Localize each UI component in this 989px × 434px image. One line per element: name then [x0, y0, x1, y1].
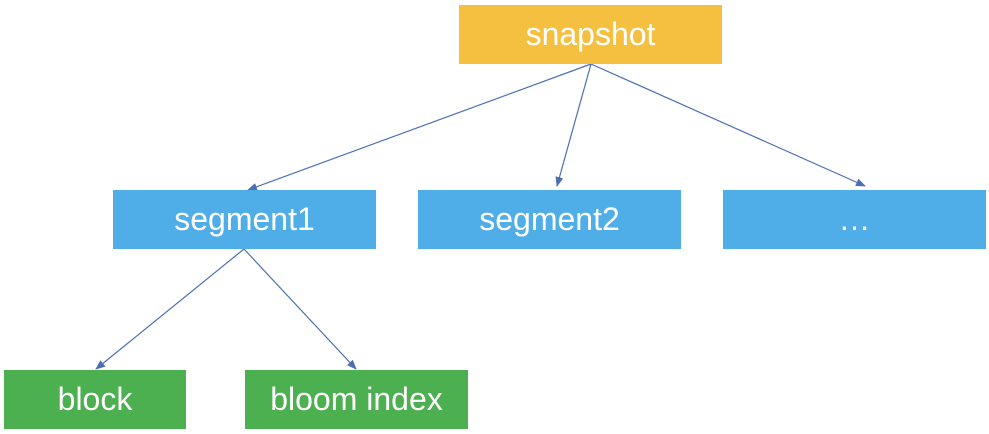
snapshot-node: snapshot [459, 5, 722, 64]
arrow-segment1-to-bloom_index [243, 248, 357, 370]
more-segments-node: … [723, 190, 986, 249]
arrow-snapshot-to-segment1 [247, 63, 592, 191]
more-segments-label: … [838, 201, 871, 237]
arrow-segment1-to-block [95, 248, 245, 370]
segment1-label: segment1 [174, 201, 315, 237]
segment2-label: segment2 [479, 201, 620, 237]
block-node: block [4, 370, 186, 429]
segment2-node: segment2 [418, 190, 681, 249]
snapshot-label: snapshot [525, 16, 656, 52]
segment1-node: segment1 [113, 190, 376, 249]
bloom-index-node: bloom index [245, 370, 468, 429]
arrow-snapshot-to-more [590, 63, 866, 187]
arrow-snapshot-to-segment2 [555, 63, 592, 187]
block-label: block [57, 381, 133, 417]
bloom-index-label: bloom index [270, 381, 443, 417]
